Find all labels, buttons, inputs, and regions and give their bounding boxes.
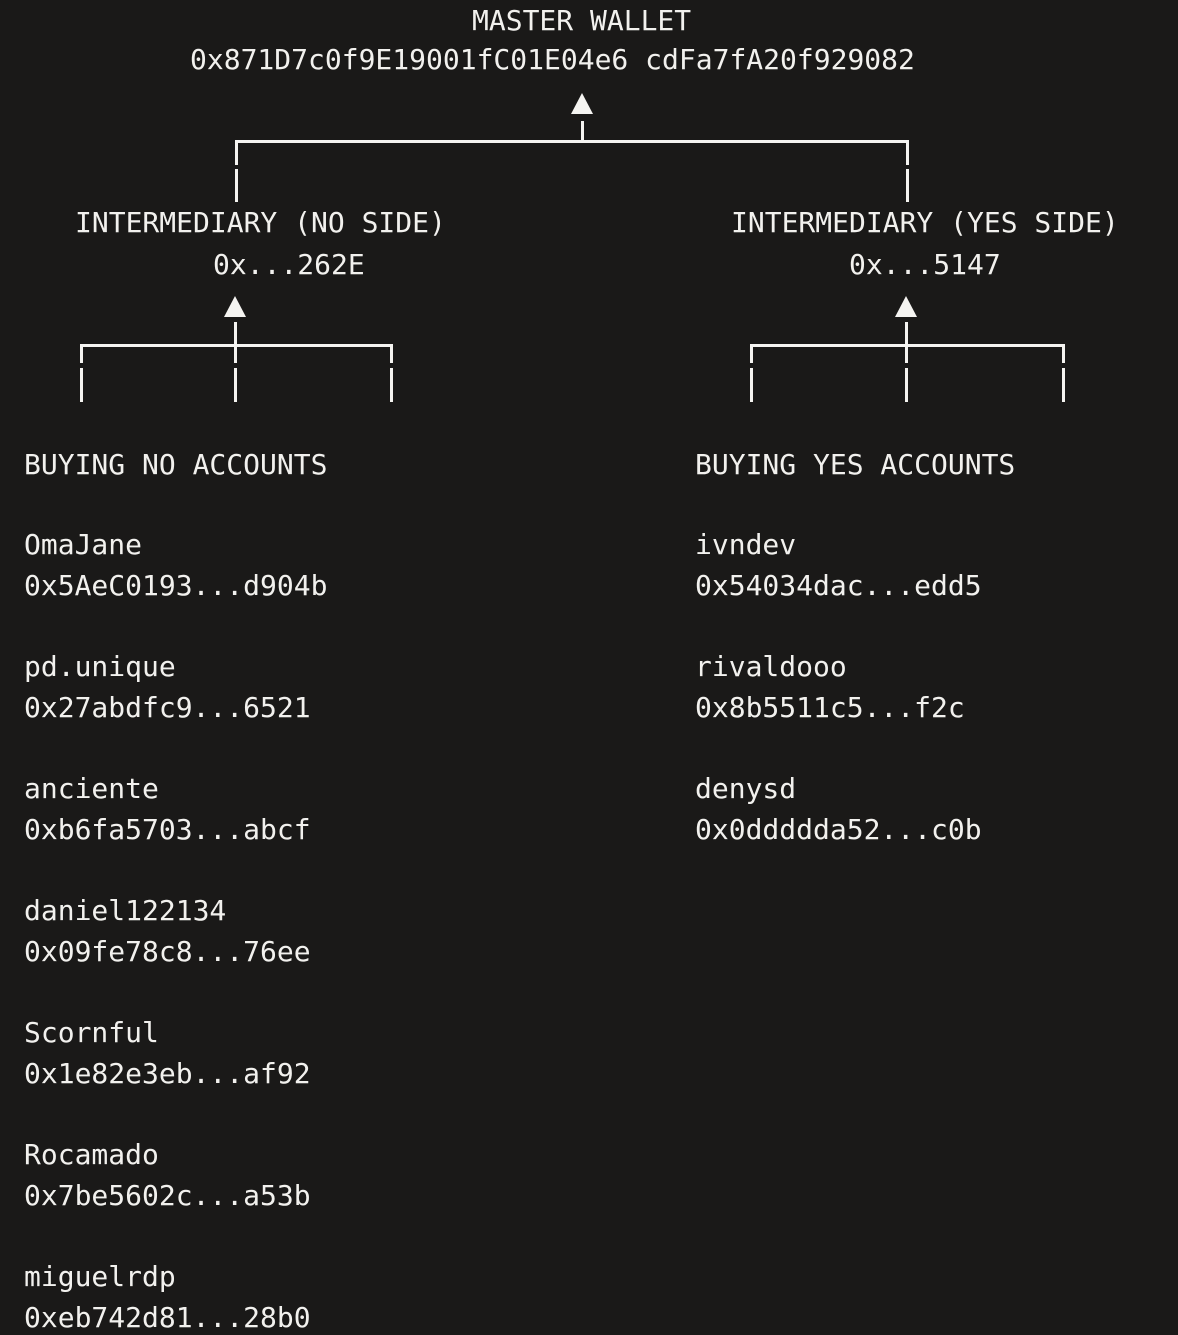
connector-yes-leg-2: [905, 344, 908, 363]
account-name: miguelrdp: [24, 1260, 176, 1293]
account-name: Scornful: [24, 1016, 159, 1049]
account-entry: pd.unique 0x27abdfc9...6521: [24, 646, 327, 728]
connector-no-leg-2: [234, 344, 237, 363]
account-entry: miguelrdp 0xeb742d81...28b0: [24, 1256, 327, 1335]
connector-yes-dash-1: [750, 368, 753, 402]
connector-no-stem: [234, 322, 237, 345]
account-address: 0x1e82e3eb...af92: [24, 1057, 311, 1090]
account-address: 0xeb742d81...28b0: [24, 1301, 311, 1334]
connector-leg-yes: [906, 140, 909, 165]
account-name: Rocamado: [24, 1138, 159, 1171]
connector-no-leg-1: [80, 344, 83, 363]
account-name: OmaJane: [24, 528, 143, 561]
account-name: pd.unique: [24, 650, 176, 683]
connector-dash-no: [235, 169, 238, 202]
connector-no-dash-2: [234, 368, 237, 402]
arrow-up-icon: [224, 296, 246, 317]
connector-master-bar: [235, 140, 909, 143]
connector-no-leg-3: [390, 344, 393, 363]
account-entry: daniel122134 0x09fe78c8...76ee: [24, 890, 327, 972]
connector-yes-dash-3: [1062, 368, 1065, 402]
intermediary-yes-label: INTERMEDIARY (YES SIDE): [731, 206, 1119, 239]
account-name: anciente: [24, 772, 159, 805]
account-name: ivndev: [695, 528, 797, 561]
connector-yes-leg-1: [750, 344, 753, 363]
intermediary-yes-address: 0x...5147: [849, 248, 1001, 281]
account-name: rivaldooo: [695, 650, 847, 683]
account-address: 0x54034dac...edd5: [695, 569, 982, 602]
arrow-up-icon: [895, 296, 917, 317]
connector-leg-no: [235, 140, 238, 165]
account-entry: anciente 0xb6fa5703...abcf: [24, 768, 327, 850]
account-name: denysd: [695, 772, 797, 805]
account-entry: Rocamado 0x7be5602c...a53b: [24, 1134, 327, 1216]
account-name: daniel122134: [24, 894, 227, 927]
account-address: 0x5AeC0193...d904b: [24, 569, 328, 602]
connector-dash-yes: [906, 169, 909, 202]
connector-yes-stem: [905, 322, 908, 345]
account-entry: OmaJane 0x5AeC0193...d904b: [24, 524, 327, 606]
arrow-up-icon: [571, 93, 593, 114]
intermediary-no-address: 0x...262E: [213, 248, 365, 281]
intermediary-no-label: INTERMEDIARY (NO SIDE): [75, 206, 446, 239]
buying-no-accounts-column: BUYING NO ACCOUNTS OmaJane 0x5AeC0193...…: [24, 444, 327, 1335]
buying-no-accounts-header: BUYING NO ACCOUNTS: [24, 448, 328, 481]
connector-no-dash-3: [390, 368, 393, 402]
buying-yes-accounts-header: BUYING YES ACCOUNTS: [695, 448, 1016, 481]
account-entry: Scornful 0x1e82e3eb...af92: [24, 1012, 327, 1094]
account-address: 0x8b5511c5...f2c: [695, 691, 965, 724]
account-entry: ivndev 0x54034dac...edd5: [695, 524, 1015, 606]
connector-no-dash-1: [80, 368, 83, 402]
connector-yes-dash-2: [905, 368, 908, 402]
master-wallet-title: MASTER WALLET: [472, 4, 692, 37]
connector-yes-leg-3: [1062, 344, 1065, 363]
account-address: 0x09fe78c8...76ee: [24, 935, 311, 968]
account-address: 0x7be5602c...a53b: [24, 1179, 311, 1212]
account-address: 0x0ddddda52...c0b: [695, 813, 982, 846]
connector-master-stem: [581, 121, 584, 142]
account-address: 0xb6fa5703...abcf: [24, 813, 311, 846]
account-address: 0x27abdfc9...6521: [24, 691, 311, 724]
account-entry: denysd 0x0ddddda52...c0b: [695, 768, 1015, 850]
account-entry: rivaldooo 0x8b5511c5...f2c: [695, 646, 1015, 728]
buying-yes-accounts-column: BUYING YES ACCOUNTS ivndev 0x54034dac...…: [695, 444, 1015, 890]
master-wallet-address: 0x871D7c0f9E19001fC01E04e6 cdFa7fA20f929…: [190, 43, 915, 76]
